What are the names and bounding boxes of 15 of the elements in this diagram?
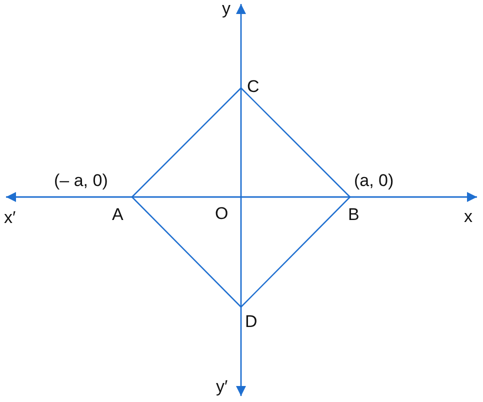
axis-label: y′ (216, 378, 228, 396)
vertex-label: C (247, 78, 260, 96)
side-line (240, 88, 350, 198)
vertex-label: D (245, 313, 258, 331)
axis-label: x′ (4, 209, 16, 227)
vertex-label: B (348, 206, 360, 224)
axis-label: x (464, 208, 472, 226)
origin-label: O (215, 205, 228, 223)
side-line (132, 196, 242, 308)
side-line (132, 88, 242, 198)
coordinate-label: (a, 0) (354, 172, 394, 190)
vertex-label: A (112, 206, 124, 224)
side-line (240, 196, 350, 308)
coordinate-label: (– a, 0) (54, 172, 108, 190)
axis-label: y (222, 0, 230, 18)
